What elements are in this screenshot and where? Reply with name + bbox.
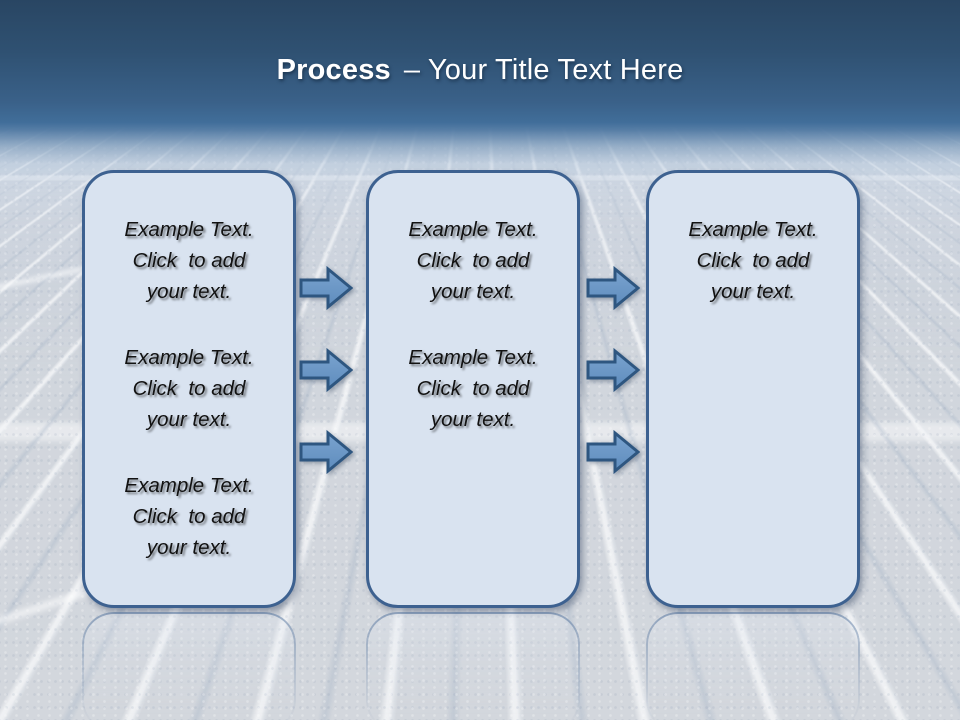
placeholder-text[interactable]: Example Text. Click to add your text. bbox=[124, 474, 254, 559]
placeholder-text[interactable]: Example Text. Click to add your text. bbox=[408, 218, 538, 303]
slide-title: Process – Your Title Text Here bbox=[0, 54, 960, 87]
text-placeholder-area: Example Text. Click to add your text. bbox=[649, 173, 857, 307]
box-reflection bbox=[82, 612, 296, 720]
process-column: Example Text. Click to add your text. Exa… bbox=[82, 170, 296, 720]
text-placeholder-area: Example Text. Click to add your text. Exa… bbox=[85, 173, 293, 563]
process-step-box-1[interactable]: Example Text. Click to add your text. Exa… bbox=[82, 170, 296, 608]
process-step-box-3[interactable]: Example Text. Click to add your text. bbox=[646, 170, 860, 608]
process-step-box-2[interactable]: Example Text. Click to add your text. Exa… bbox=[366, 170, 580, 608]
placeholder-text[interactable]: Example Text. Click to add your text. bbox=[124, 346, 254, 431]
process-column: Example Text. Click to add your text. Exa… bbox=[366, 170, 580, 720]
placeholder-text[interactable]: Example Text. Click to add your text. bbox=[688, 218, 818, 303]
box-reflection bbox=[366, 612, 580, 720]
placeholder-text[interactable]: Example Text. Click to add your text. bbox=[124, 218, 254, 303]
slide-header: Process – Your Title Text Here bbox=[0, 0, 960, 186]
box-reflection bbox=[646, 612, 860, 720]
title-rest: – Your Title Text Here bbox=[403, 54, 684, 86]
title-emphasis: Process bbox=[276, 54, 391, 86]
placeholder-text[interactable]: Example Text. Click to add your text. bbox=[408, 346, 538, 431]
text-placeholder-area: Example Text. Click to add your text. Exa… bbox=[369, 173, 577, 435]
process-column: Example Text. Click to add your text. bbox=[646, 170, 860, 720]
